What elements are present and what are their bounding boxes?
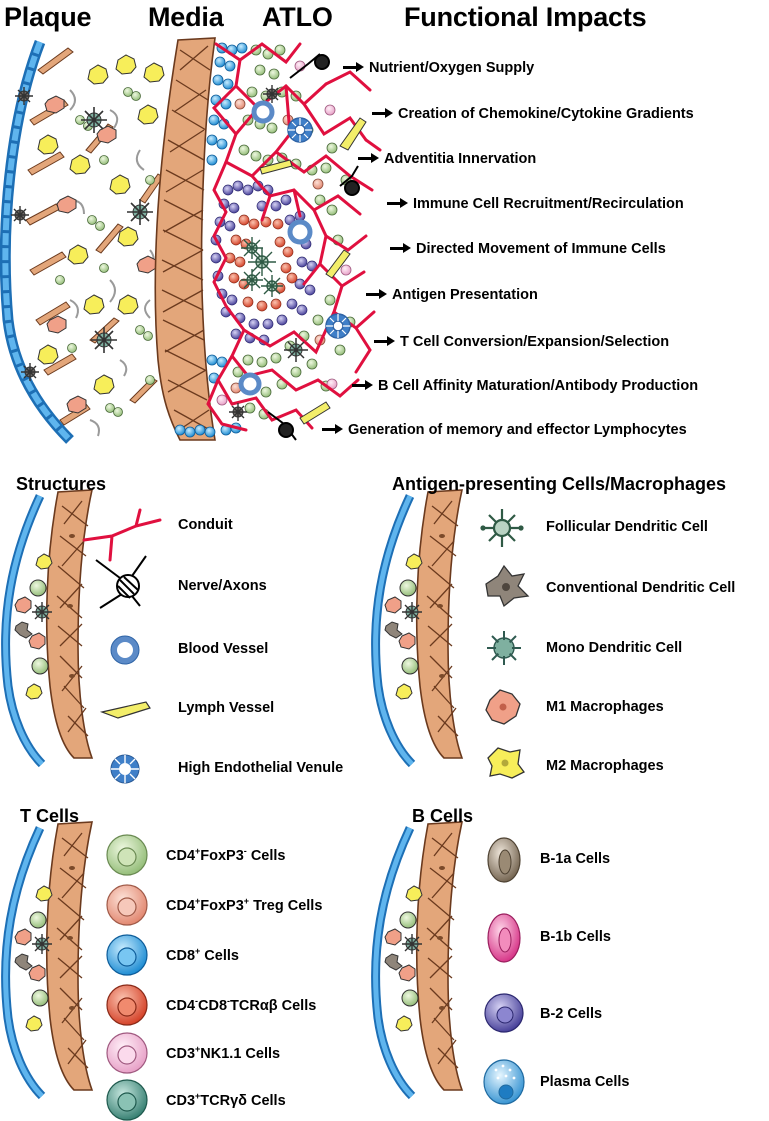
- apc-label-follicular: Follicular Dendritic Cell: [546, 519, 708, 535]
- bcells-title: B Cells: [412, 806, 474, 826]
- impact-item: Creation of Chemokine/Cytokine Gradients: [372, 106, 694, 122]
- bcell-label-plasma: Plasma Cells: [540, 1074, 630, 1090]
- bcell-label-b2: B-2 Cells: [540, 1006, 603, 1022]
- cd8-icon: [106, 934, 148, 976]
- impact-item: Antigen Presentation: [366, 287, 538, 303]
- atlo-tissue-illustration: [0, 37, 382, 444]
- tcell-label: CD4+FoxP3- Cells: [166, 846, 286, 864]
- media-layer: [154, 37, 216, 441]
- nerve-icon: [95, 555, 147, 609]
- arrow-icon: [366, 288, 387, 299]
- b1a-cell-icon: [487, 837, 521, 883]
- m1-macrophage-icon: [485, 689, 521, 725]
- header-plaque: Plaque: [4, 2, 92, 32]
- lymph-vessel-icon: [99, 701, 151, 719]
- impact-item: T Cell Conversion/Expansion/Selection: [374, 334, 669, 350]
- hev-icon: [110, 754, 140, 784]
- bcells-wall-illustration: [376, 822, 462, 1096]
- arrow-icon: [390, 242, 411, 253]
- conduit-icon: [82, 508, 162, 562]
- impact-item: Directed Movement of Immune Cells: [390, 241, 666, 257]
- arrow-icon: [374, 335, 395, 346]
- impact-item: Generation of memory and effector Lympho…: [322, 422, 687, 438]
- apc-label-mono: Mono Dendritic Cell: [546, 640, 683, 656]
- plaque-m1-macrophages: [44, 95, 157, 414]
- apc-label-conventional: Conventional Dendritic Cell: [546, 580, 736, 596]
- plasma-cell-icon: [483, 1059, 525, 1105]
- tcell-icons: [106, 834, 148, 1121]
- arrow-icon: [372, 107, 393, 118]
- follicular-dendritic-cell-icon: [480, 509, 524, 547]
- conventional-dendritic-cell-icon: [485, 564, 530, 608]
- b2-cell-icon: [484, 993, 524, 1033]
- impact-item: Adventitia Innervation: [358, 151, 536, 167]
- tcell-label: CD3+TCRγδ Cells: [166, 1091, 286, 1109]
- tcell-label: CD3+NK1.1 Cells: [166, 1044, 281, 1062]
- bcell-label-b1b: B-1b Cells: [540, 929, 611, 945]
- structures-wall-illustration: [6, 490, 92, 764]
- arrow-icon: [343, 61, 364, 72]
- plaque-m2-macrophages: [37, 54, 165, 395]
- apc-label-m2: M2 Macrophages: [546, 758, 664, 774]
- cd3-nk11-icon: [106, 1032, 148, 1074]
- cd4-foxp3-treg-icon: [106, 884, 148, 926]
- arrow-icon: [322, 423, 343, 434]
- cd3-tcrgd-icon: [106, 1079, 148, 1121]
- header-media: Media: [148, 2, 224, 32]
- structure-label-hev: High Endothelial Venule: [178, 760, 344, 776]
- plaque-fibers: [69, 89, 155, 437]
- impact-item: B Cell Affinity Maturation/Antibody Prod…: [352, 378, 698, 394]
- blood-vessel-icon: [110, 635, 140, 665]
- apc-label-m1: M1 Macrophages: [546, 699, 664, 715]
- impact-item: Immune Cell Recruitment/Recirculation: [387, 196, 684, 212]
- structures-title: Structures: [16, 474, 107, 494]
- structure-label-nerve: Nerve/Axons: [178, 578, 267, 594]
- tcell-label: CD4-CD8-TCRαβ Cells: [166, 996, 317, 1014]
- structure-label-blood-vessel: Blood Vessel: [178, 641, 269, 657]
- arrow-icon: [352, 379, 373, 390]
- apc-wall-illustration: [376, 490, 462, 764]
- structure-label-conduit: Conduit: [178, 517, 233, 533]
- m2-macrophage-icon: [487, 747, 525, 779]
- plaque-lymphocytes: [55, 87, 155, 417]
- arrow-icon: [358, 152, 379, 163]
- header-functional-impacts: Functional Impacts: [404, 2, 647, 32]
- cd4-foxp3-neg-icon: [106, 834, 148, 876]
- atlo-region: [174, 42, 382, 441]
- header-atlo: ATLO: [262, 2, 333, 32]
- b1b-cell-icon: [487, 913, 521, 963]
- tcells-wall-illustration: [6, 822, 92, 1096]
- tcell-label: CD8+ Cells: [166, 946, 239, 964]
- apc-title: Antigen-presenting Cells/Macrophages: [392, 474, 727, 494]
- arrow-icon: [387, 197, 408, 208]
- bcell-label-b1a: B-1a Cells: [540, 851, 611, 867]
- tcell-label: CD4+FoxP3+ Treg Cells: [166, 896, 323, 914]
- structure-label-lymph-vessel: Lymph Vessel: [178, 700, 275, 716]
- cd4-cd8-tcrab-icon: [106, 984, 148, 1026]
- mono-dendritic-cell-icon: [487, 631, 521, 665]
- tcells-title: T Cells: [20, 806, 80, 826]
- impact-item: Nutrient/Oxygen Supply: [343, 60, 534, 76]
- plaque-dendritic-cells: [11, 87, 153, 381]
